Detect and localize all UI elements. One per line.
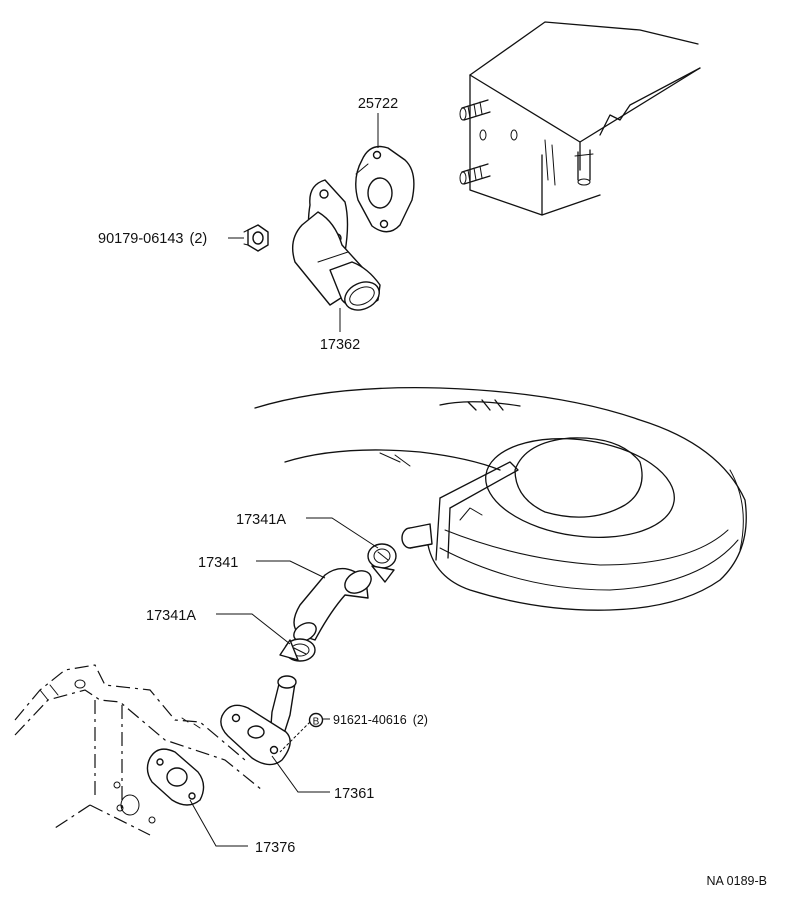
label-gasket-lower: 17376 <box>255 840 295 856</box>
engine-block-outline <box>14 664 263 836</box>
clamp-upper <box>367 543 397 583</box>
label-nut-number: 90179-06143 <box>98 231 183 247</box>
label-bolt: 91621-40616 (2) <box>333 713 428 727</box>
leader-pipe-lower <box>271 755 330 793</box>
label-nut: 90179-06143 (2) <box>98 231 207 247</box>
leader-hose <box>256 560 326 579</box>
bolt-marker-letter: B <box>313 717 320 728</box>
drawing-code: NA 0189-B <box>707 874 767 888</box>
bolt-marker: B <box>308 712 324 728</box>
pipe-top <box>292 179 381 311</box>
label-pipe-lower: 17361 <box>334 786 374 802</box>
label-clamp-lower: 17341A <box>146 608 196 624</box>
label-pipe-top: 17362 <box>320 337 360 353</box>
leader-clamp-upper <box>306 517 379 549</box>
leader-bolt-to-pipe <box>279 721 311 753</box>
leader-gasket-lower <box>189 799 248 847</box>
nut <box>243 224 269 252</box>
air-cleaner-housing <box>254 387 747 611</box>
label-gasket-top: 25722 <box>358 96 398 112</box>
label-bolt-number: 91621-40616 <box>333 713 407 727</box>
label-clamp-upper: 17341A <box>236 512 286 528</box>
label-bolt-qty: (2) <box>413 713 428 727</box>
exhaust-manifold-block <box>459 21 701 216</box>
hose <box>293 567 372 642</box>
gasket-lower <box>146 748 205 806</box>
label-nut-qty: (2) <box>189 231 207 247</box>
clamp-lower <box>279 638 316 662</box>
gasket-top <box>355 145 415 233</box>
label-hose: 17341 <box>198 555 238 571</box>
leader-clamp-lower <box>216 613 291 645</box>
hose-fitting <box>401 523 433 549</box>
pipe-lower <box>220 675 297 766</box>
